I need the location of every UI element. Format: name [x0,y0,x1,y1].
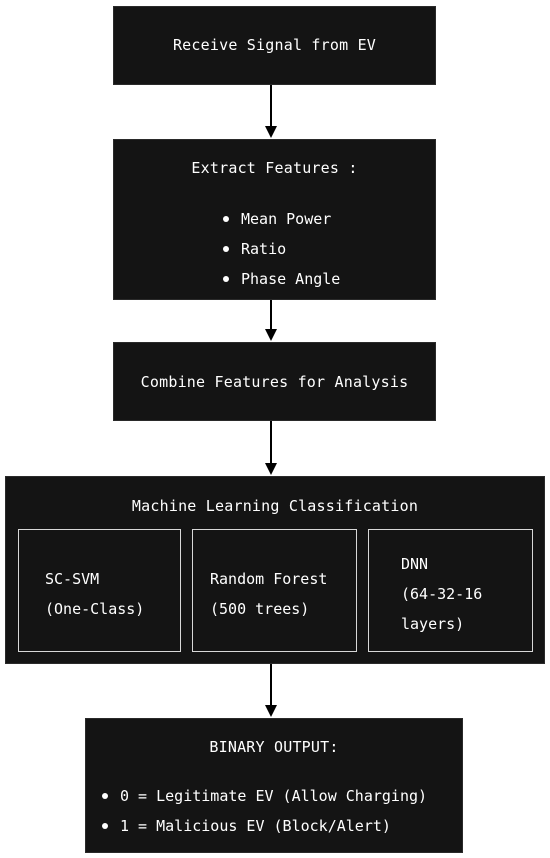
feature-item: Mean Power [219,204,340,234]
binary-output-title: BINARY OUTPUT: [209,738,339,756]
arrow-2 [265,300,277,341]
arrow-1-head [265,126,277,138]
dnn-model-name: DNN [401,555,429,573]
sc-svm-model-name: SC-SVM [45,570,100,588]
feature-item: Ratio [219,234,340,264]
combine-features-box: Combine Features for Analysis [113,342,436,421]
binary-output-box: BINARY OUTPUT: 0 = Legitimate EV (Allow … [85,718,463,853]
output-item-legitimate: 0 = Legitimate EV (Allow Charging) [98,781,427,811]
arrow-2-head [265,329,277,341]
arrow-4 [265,664,277,717]
arrow-4-shaft [270,664,272,705]
receive-signal-box: Receive Signal from EV [113,6,436,85]
feature-list: Mean Power Ratio Phase Angle [219,204,340,294]
arrow-1 [265,85,277,138]
arrow-2-shaft [270,300,272,329]
ml-classification-box: Machine Learning Classification SC-SVM (… [5,476,545,664]
extract-features-box: Extract Features : Mean Power Ratio Phas… [113,139,436,300]
random-forest-model-name: Random Forest [210,570,328,588]
combine-features-label: Combine Features for Analysis [140,373,409,391]
arrow-3 [265,421,277,475]
random-forest-model-detail: (500 trees) [210,600,310,618]
output-list: 0 = Legitimate EV (Allow Charging) 1 = M… [98,781,427,841]
arrow-4-head [265,705,277,717]
output-item-malicious: 1 = Malicious EV (Block/Alert) [98,811,427,841]
dnn-model-detail-cont: layers) [401,615,465,633]
sc-svm-model-box: SC-SVM (One-Class) [18,529,181,652]
ml-classification-title: Machine Learning Classification [131,497,419,515]
arrow-1-shaft [270,85,272,126]
dnn-model-detail: (64-32-16 [401,585,483,603]
feature-item: Phase Angle [219,264,340,294]
receive-signal-label: Receive Signal from EV [172,36,377,54]
random-forest-model-box: Random Forest (500 trees) [192,529,357,652]
arrow-3-head [265,463,277,475]
dnn-model-box: DNN (64-32-16 layers) [368,529,533,652]
arrow-3-shaft [270,421,272,463]
extract-features-title: Extract Features : [191,159,358,177]
sc-svm-model-detail: (One-Class) [45,600,145,618]
